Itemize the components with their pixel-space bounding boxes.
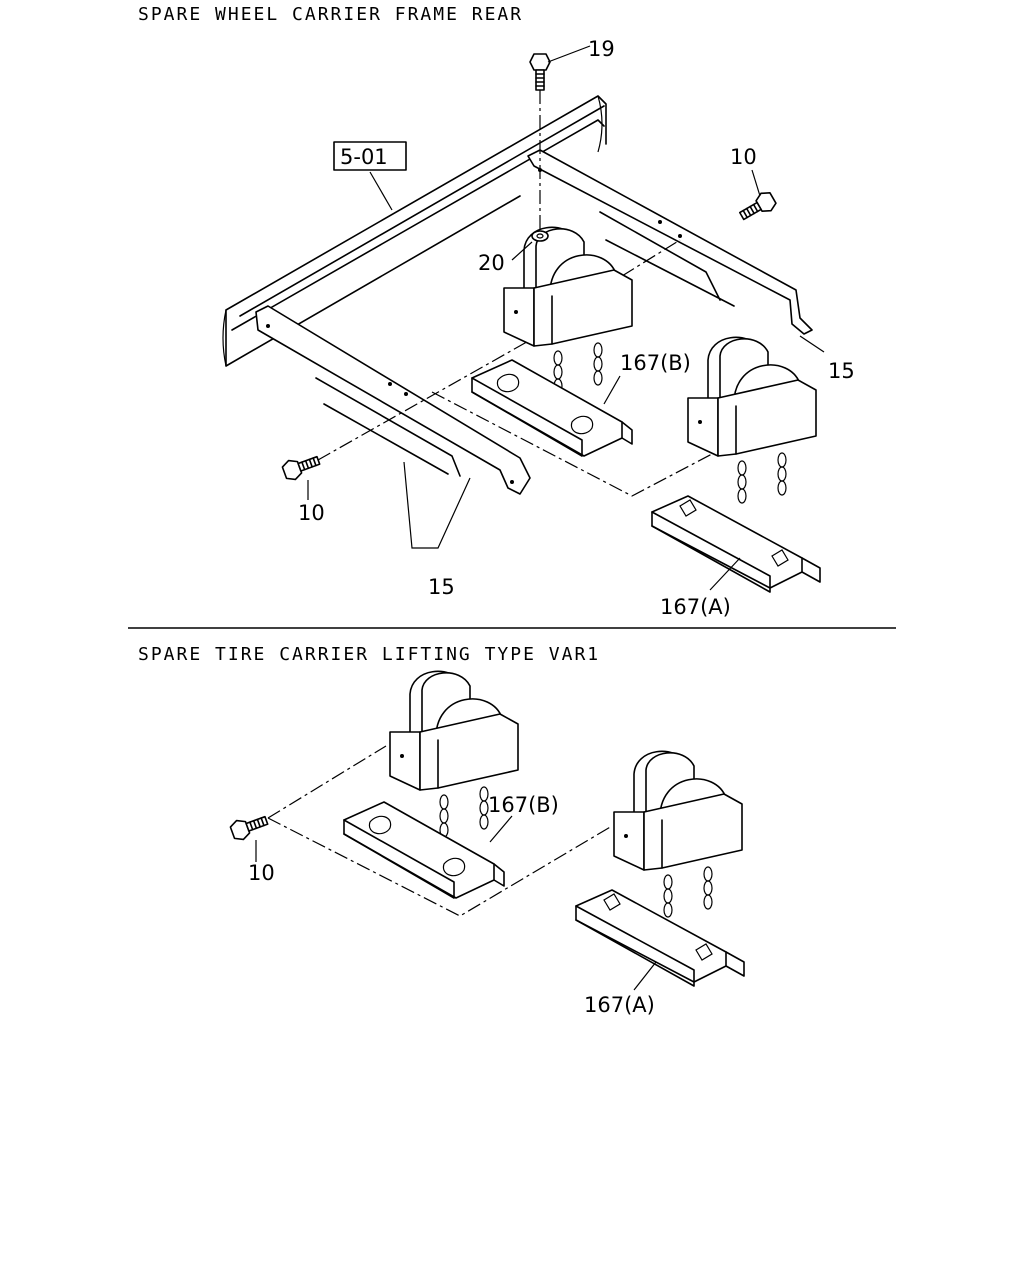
tray-167b-top (471, 359, 633, 457)
washer-20 (531, 230, 549, 242)
callout-15-right: 15 (828, 359, 855, 383)
bolt-10-top-right (735, 188, 779, 226)
section-title-frame-rear: SPARE WHEEL CARRIER FRAME REAR (138, 4, 524, 25)
bolt-19 (529, 53, 551, 91)
winch-assembly-a-top (687, 336, 817, 504)
callout-167a-bottom: 167(A) (584, 993, 655, 1017)
tray-167a-top (651, 495, 821, 593)
callout-167b-bottom: 167(B) (488, 793, 559, 817)
crossmember-rear (527, 149, 813, 335)
section-title-lifting-type: SPARE TIRE CARRIER LIFTING TYPE VAR1 (138, 644, 601, 665)
chassis-frame-rail (225, 95, 607, 367)
reference-box (333, 141, 407, 171)
callout-20: 20 (478, 251, 505, 275)
callout-15-bottom: 15 (428, 575, 455, 599)
crossmember-front (255, 305, 531, 495)
bolt-10-top-left (280, 450, 323, 483)
callout-10-top-right: 10 (730, 145, 757, 169)
tray-167a-bottom (575, 889, 745, 987)
callout-167a-top: 167(A) (660, 595, 731, 619)
callout-5-01: 5-01 (340, 145, 388, 169)
callout-167b-top: 167(B) (620, 351, 691, 375)
callout-10-top-left: 10 (298, 501, 325, 525)
bolt-10-bottom (228, 810, 271, 843)
tray-167b-bottom (343, 801, 505, 899)
callout-19: 19 (588, 37, 615, 61)
callout-10-bottom: 10 (248, 861, 275, 885)
winch-assembly-a-bottom (613, 750, 743, 918)
